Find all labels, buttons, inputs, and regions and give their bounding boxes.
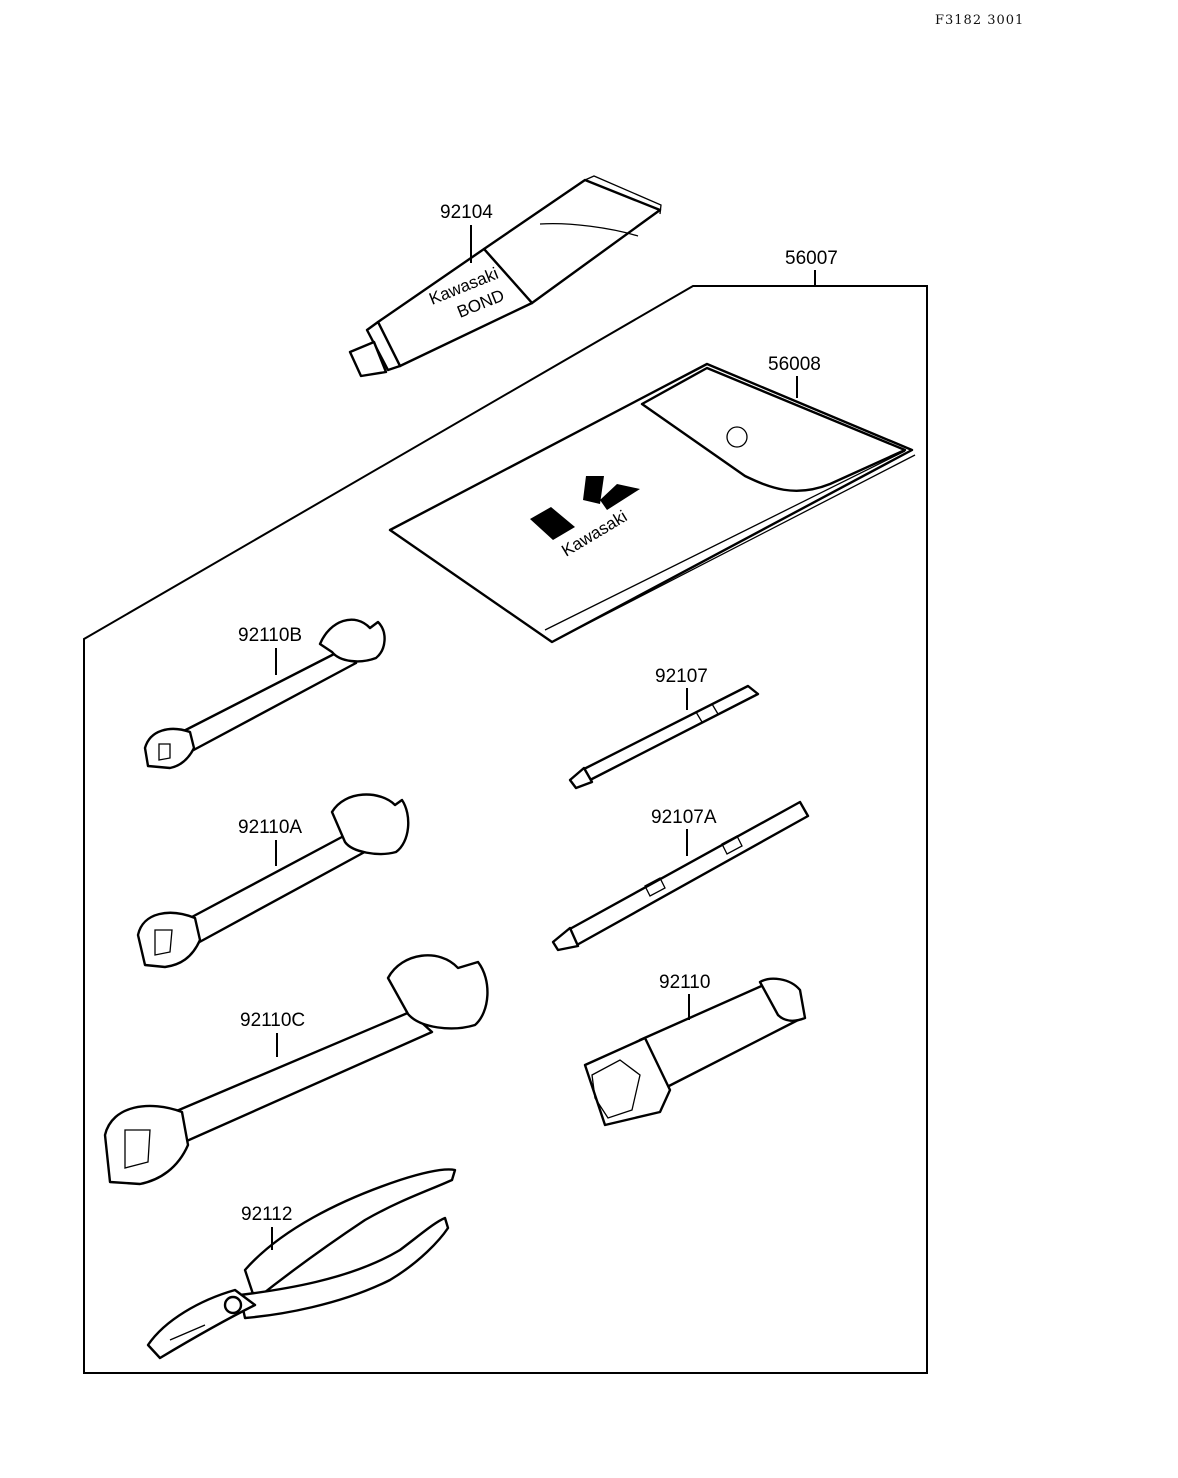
wrench-92110b (143, 618, 386, 770)
label-92107a: 92107A (651, 807, 717, 856)
label-92107: 92107 (655, 666, 708, 710)
label-56008: 56008 (768, 354, 821, 398)
part-number-92112: 92112 (241, 1204, 292, 1225)
label-56007: 56007 (785, 248, 838, 286)
screwdriver-92107 (568, 684, 760, 790)
part-number-92110a: 92110A (238, 817, 302, 838)
screwdriver-92107a (551, 800, 810, 952)
pouch-logo-mark (530, 507, 575, 540)
label-92112: 92112 (241, 1204, 292, 1250)
diagram-code: F3182 3001 (935, 13, 1024, 28)
label-92110a: 92110A (238, 817, 302, 866)
wrench-92110c (103, 954, 489, 1186)
label-92110b: 92110B (238, 625, 302, 675)
part-number-92110: 92110 (659, 972, 710, 993)
part-number-56008: 56008 (768, 354, 821, 375)
wrench-92110a (136, 793, 410, 969)
label-92104: 92104 (440, 202, 493, 263)
tool-pouch: Kawasaki (388, 362, 916, 644)
part-number-92107: 92107 (655, 666, 708, 687)
label-92110c: 92110C (240, 1010, 305, 1057)
pouch-logo-mark-2 (583, 476, 640, 510)
pliers-92112 (146, 1168, 457, 1360)
plug-wrench-92110 (583, 977, 807, 1127)
tool-kit-boundary (83, 285, 928, 1374)
part-number-92110c: 92110C (240, 1010, 305, 1031)
part-number-92107a: 92107A (651, 807, 717, 828)
part-number-56007: 56007 (785, 248, 838, 269)
part-number-92110b: 92110B (238, 625, 302, 646)
part-number-92104: 92104 (440, 202, 493, 223)
label-92110: 92110 (659, 972, 710, 1020)
bond-tube: Kawasaki BOND (348, 175, 662, 378)
